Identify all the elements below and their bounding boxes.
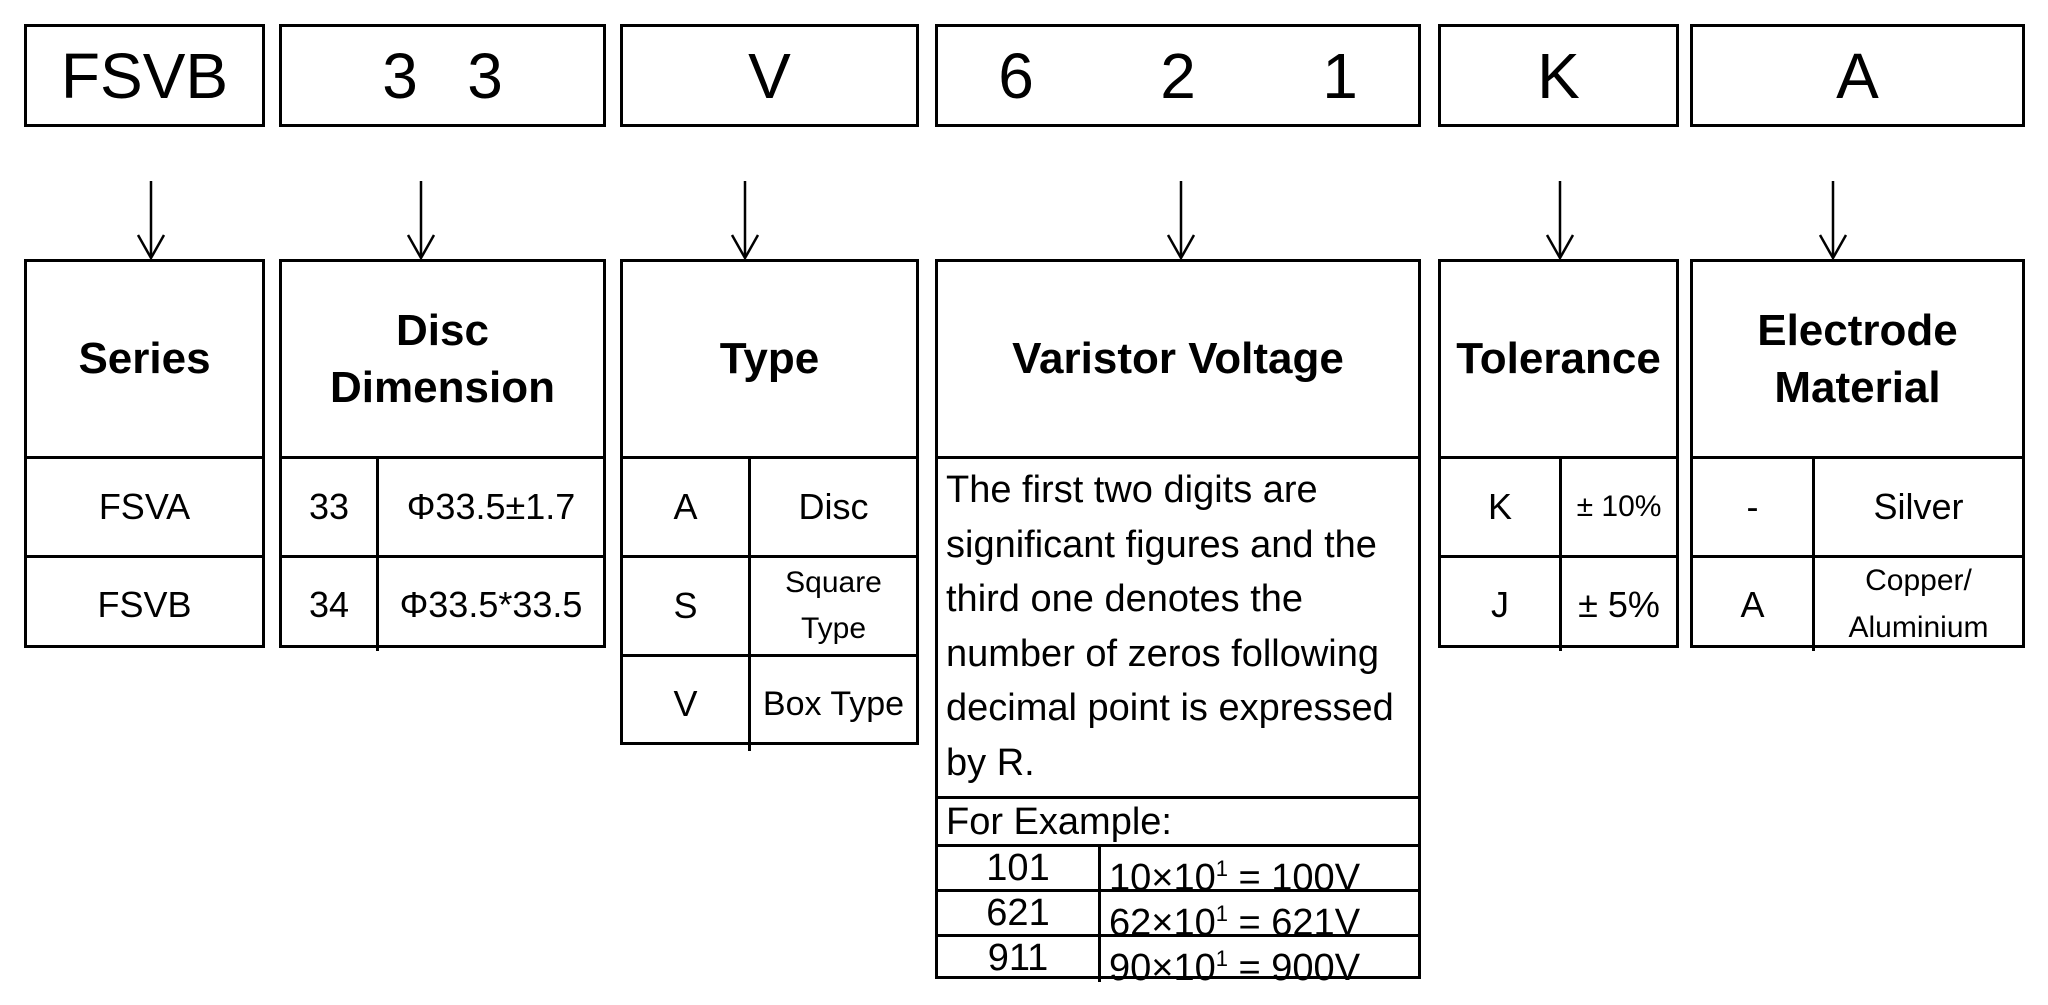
description-line: The first two digits are	[946, 469, 1318, 511]
example-code: 101	[938, 847, 1101, 889]
code-series-box: FSVB	[24, 24, 265, 127]
code-voltage-box: 6 2 1	[935, 24, 1421, 127]
electrode-value-cell: Copper/ Aluminium	[1812, 558, 2022, 651]
description-line: third one denotes the	[946, 578, 1304, 620]
example-exponent: 1	[1215, 946, 1228, 971]
type-code-cell: S	[673, 585, 698, 626]
description-line: significant figures and the	[946, 523, 1377, 566]
varistor-voltage-header: Varistor Voltage	[938, 262, 1418, 459]
electrode-header-line2: Material	[1774, 363, 1941, 412]
example-formula: 90×101 = 900V	[1101, 937, 1360, 989]
series-table: Series FSVA FSVB	[24, 259, 265, 648]
varistor-voltage-table: Varistor Voltage The first two digits ar…	[935, 259, 1421, 989]
arrow-type-icon	[730, 181, 760, 261]
example-exponent: 1	[1215, 901, 1228, 926]
disc-dimension-row: 33 Φ33.5±1.7	[282, 459, 603, 558]
type-value-line2: Type	[800, 612, 867, 645]
disc-dimension-row: 34 Φ33.5*33.5	[282, 558, 603, 651]
electrode-header-line1: Electrode	[1757, 305, 1958, 355]
type-row: S Square Type	[623, 558, 916, 657]
electrode-material-header: Electrode Material	[1693, 262, 2022, 459]
tolerance-table: Tolerance K ± 10% J ± 5%	[1438, 259, 1679, 651]
disc-value-cell: Φ33.5±1.7	[376, 459, 603, 555]
type-value-cell: Square Type	[748, 558, 916, 654]
code-series-text: FSVB	[60, 39, 229, 112]
electrode-value-cell: Silver	[1812, 459, 2022, 555]
arrow-voltage-icon	[1166, 181, 1196, 261]
code-tolerance-box: K	[1438, 24, 1679, 127]
code-type-text: V	[748, 39, 791, 112]
type-code-cell: V	[673, 683, 698, 724]
electrode-row: - Silver	[1693, 459, 2022, 558]
tolerance-value-cell: ± 5%	[1559, 558, 1676, 651]
description-line: decimal point is expressed	[946, 687, 1394, 729]
code-tolerance-text: K	[1537, 39, 1580, 112]
example-row: 101 10×101 = 100V	[938, 847, 1418, 899]
electrode-code-cell: -	[1746, 486, 1759, 527]
disc-dimension-table: Disc Dimension 33 Φ33.5±1.7 34 Φ33.5*33.…	[279, 259, 606, 651]
example-code: 911	[938, 937, 1101, 982]
arrow-dimension-icon	[406, 181, 436, 261]
tolerance-row: J ± 5%	[1441, 558, 1676, 651]
example-base: 10×10	[1109, 857, 1216, 899]
disc-value-cell: Φ33.5*33.5	[376, 558, 603, 651]
varistor-voltage-description: The first two digits are significant fig…	[938, 459, 1418, 799]
type-value-line1: Square	[785, 565, 882, 599]
series-header: Series	[27, 262, 262, 459]
example-code: 621	[938, 892, 1101, 934]
disc-dimension-header: Disc Dimension	[282, 262, 603, 459]
type-code-cell: A	[673, 486, 698, 527]
example-formula: 10×101 = 100V	[1101, 847, 1360, 899]
type-header: Type	[623, 262, 916, 459]
tolerance-code-cell: J	[1491, 583, 1509, 625]
code-type-box: V	[620, 24, 919, 127]
code-voltage-digit-3: 1	[1322, 39, 1358, 112]
electrode-value-line2: Aluminium	[1848, 610, 1989, 644]
disc-code-cell: 34	[308, 583, 350, 625]
arrow-tolerance-icon	[1545, 181, 1575, 261]
electrode-value-line1: Copper/	[1865, 564, 1972, 597]
code-voltage-digit-2: 2	[1160, 39, 1196, 112]
arrow-series-icon	[136, 181, 166, 261]
description-line: by R.	[946, 741, 1035, 784]
example-formula: 62×101 = 621V	[1101, 892, 1360, 944]
example-row: 911 90×101 = 900V	[938, 937, 1418, 989]
code-dimension-digit-2: 3	[467, 39, 503, 112]
electrode-row: A Copper/ Aluminium	[1693, 558, 2022, 651]
disc-dimension-header-line2: Dimension	[330, 363, 555, 412]
type-table: Type A Disc S Square Type V Box Type	[620, 259, 919, 751]
series-row: FSVB	[27, 558, 262, 651]
series-cell: FSVA	[98, 486, 191, 527]
example-result: = 100V	[1227, 857, 1361, 899]
type-row: A Disc	[623, 459, 916, 558]
example-label: For Example:	[938, 799, 1418, 847]
tolerance-value-cell: ± 10%	[1559, 459, 1676, 555]
type-row: V Box Type	[623, 657, 916, 751]
series-row: FSVA	[27, 459, 262, 558]
code-voltage-digit-1: 6	[998, 39, 1034, 112]
electrode-code-cell: A	[1740, 583, 1765, 625]
arrow-electrode-icon	[1818, 181, 1848, 261]
tolerance-header: Tolerance	[1441, 262, 1676, 459]
example-base: 90×10	[1109, 947, 1216, 989]
example-result: = 900V	[1227, 947, 1361, 989]
electrode-material-table: Electrode Material - Silver A Copper/ Al…	[1690, 259, 2025, 651]
code-dimension-box: 3 3	[279, 24, 606, 127]
type-value-cell: Disc	[748, 459, 916, 555]
example-base: 62×10	[1109, 902, 1216, 944]
description-line: number of zeros following	[946, 632, 1379, 675]
example-row: 621 62×101 = 621V	[938, 892, 1418, 944]
code-electrode-text: A	[1836, 39, 1879, 112]
series-cell: FSVB	[97, 583, 192, 625]
tolerance-row: K ± 10%	[1441, 459, 1676, 558]
code-dimension-digit-1: 3	[382, 39, 418, 112]
type-value-cell: Box Type	[748, 657, 916, 751]
disc-dimension-header-line1: Disc	[396, 305, 489, 355]
disc-code-cell: 33	[308, 486, 350, 527]
code-electrode-box: A	[1690, 24, 2025, 127]
tolerance-code-cell: K	[1487, 486, 1512, 527]
example-exponent: 1	[1215, 856, 1228, 881]
example-result: = 621V	[1227, 902, 1361, 944]
